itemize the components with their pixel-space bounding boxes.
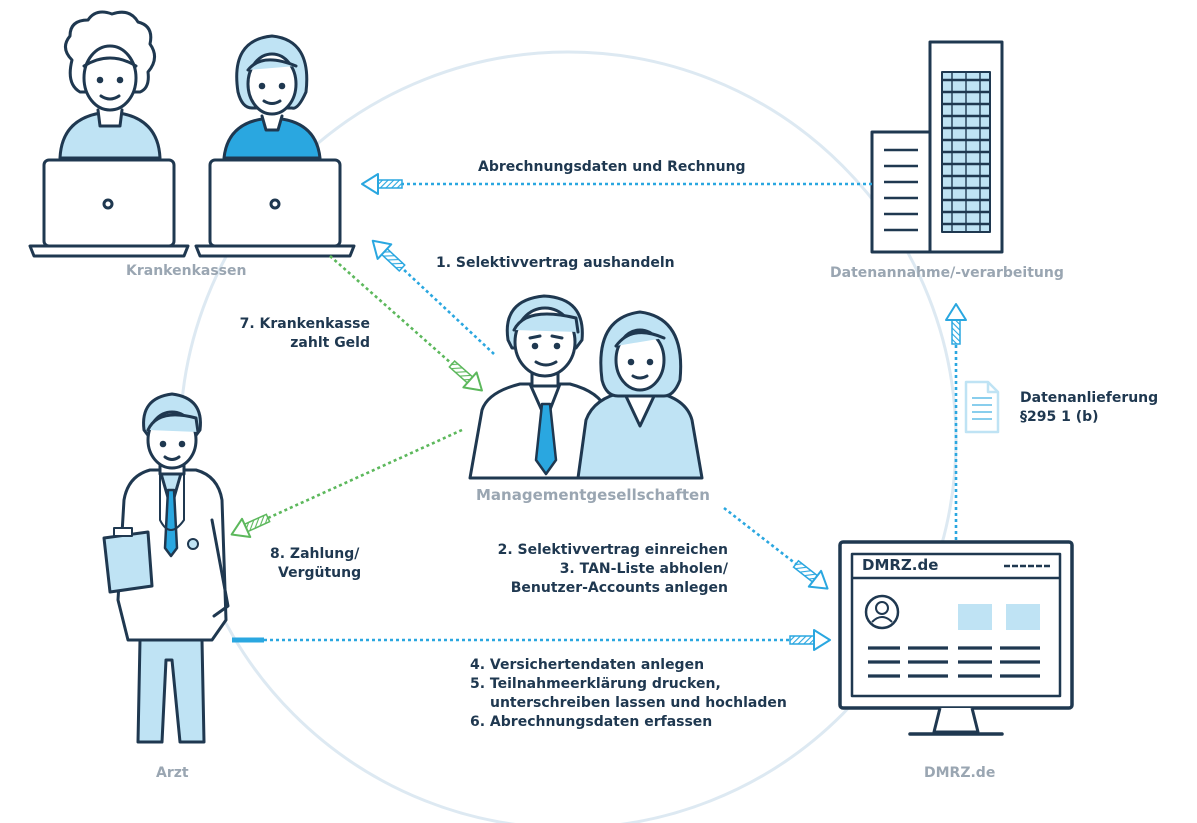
step-5-line-1: 5. Teilnahmeerklärung drucken, xyxy=(470,676,721,692)
arrow-selektivvertrag-einreichen xyxy=(723,506,835,598)
krankenkasse-person-2 xyxy=(222,34,322,160)
management-man xyxy=(468,294,616,480)
step-5-line-2: unterschreiben lassen und hochladen xyxy=(490,695,787,711)
step-2: 2. Selektivvertrag einreichen xyxy=(497,542,728,558)
step-3-line-1: 3. TAN-Liste abholen/ xyxy=(559,561,728,577)
step-8-line-2: Vergütung xyxy=(278,565,362,581)
label-datenannahme: Datenannahme/-verarbeitung xyxy=(830,265,1064,281)
monitor-title: DMRZ.de xyxy=(862,556,939,574)
dmrz-monitor xyxy=(838,540,1074,736)
management-woman xyxy=(576,310,704,480)
label-abrechnungsdaten: Abrechnungsdaten und Rechnung xyxy=(478,159,746,175)
label-step-1: 1. Selektivvertrag aushandeln xyxy=(436,255,675,271)
arrow-arzt-dmrz xyxy=(232,629,831,651)
datenanlieferung-line-2: §295 1 (b) xyxy=(1020,409,1099,425)
office-building xyxy=(870,40,1004,254)
document-icon xyxy=(964,380,1000,434)
datenanlieferung-line-1: Datenanlieferung xyxy=(1020,390,1159,406)
step-8-line-1: 8. Zahlung/ xyxy=(270,546,360,562)
label-step-7: 7. Krankenkasse zahlt Geld xyxy=(228,315,370,353)
doctor-figure xyxy=(102,392,230,744)
label-dmrz: DMRZ.de xyxy=(924,765,996,781)
arrow-datenanlieferung xyxy=(945,303,967,540)
step-6: 6. Abrechnungsdaten erfassen xyxy=(470,714,713,730)
step-4: 4. Versichertendaten anlegen xyxy=(470,657,705,673)
laptop-2 xyxy=(194,158,356,258)
label-datenanlieferung: Datenanlieferung §295 1 (b) xyxy=(1020,389,1158,427)
laptop-1 xyxy=(28,158,190,258)
label-steps-4-6: 4. Versichertendaten anlegen 5. Teilnahm… xyxy=(470,656,787,732)
arrow-zahlung-verguetung xyxy=(226,428,463,545)
arrow-abrechnungsdaten xyxy=(361,173,872,195)
krankenkasse-person-1 xyxy=(58,10,162,160)
step-7-line-1: 7. Krankenkasse xyxy=(239,316,370,332)
label-managementgesellschaften: Managementgesellschaften xyxy=(476,486,710,504)
label-steps-2-3: 2. Selektivvertrag einreichen 3. TAN-Lis… xyxy=(470,541,728,598)
step-7-line-2: zahlt Geld xyxy=(290,335,370,351)
arrow-selektivvertrag-aushandeln xyxy=(364,232,495,355)
label-krankenkassen: Krankenkassen xyxy=(126,263,247,279)
step-3-line-2: Benutzer-Accounts anlegen xyxy=(510,580,728,596)
label-step-8: 8. Zahlung/ Vergütung xyxy=(270,545,361,583)
label-arzt: Arzt xyxy=(156,765,189,781)
